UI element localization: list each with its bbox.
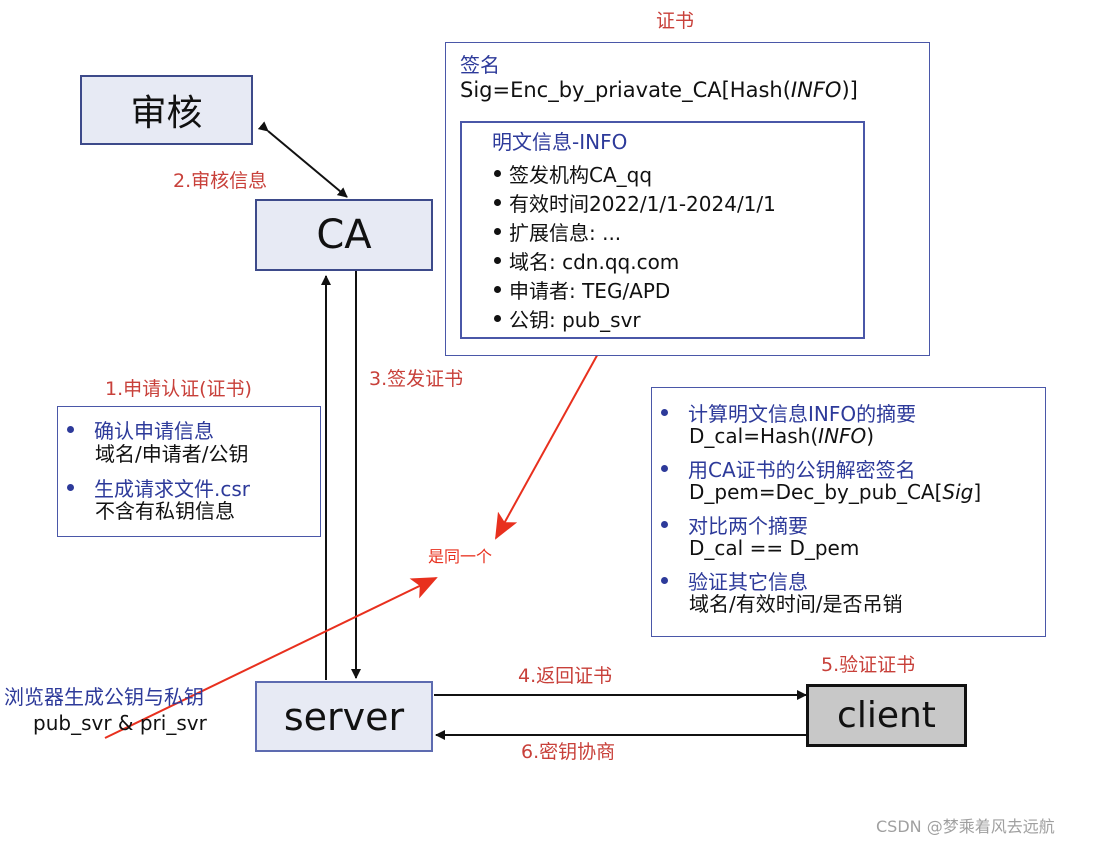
verify-formula-suffix: ] [973,480,982,504]
review-node: 审核 [80,75,253,145]
info-item-text: 签发机构CA_qq [509,163,653,187]
step-4-label: 4.返回证书 [518,665,613,687]
info-item: 域名: cdn.qq.com [494,246,776,275]
bullet-icon [661,577,668,584]
bullet-icon [494,228,501,235]
generate-keys-label: 生成公钥与私钥 [64,685,204,709]
verify-panel: 计算明文信息INFO的摘要 D_cal=Hash(INFO) 用CA证书的公钥解… [651,387,1046,637]
step-5-label: 5.验证证书 [821,654,916,676]
info-item-text: 申请者: TEG/APD [509,279,671,303]
info-item: 有效时间2022/1/1-2024/1/1 [494,188,776,217]
info-item: 申请者: TEG/APD [494,275,776,304]
step-1-label: 1.申请认证(证书) [105,378,252,400]
request-item-title: 生成请求文件.csr [94,477,250,501]
step-2-label: 2.审核信息 [173,170,268,192]
request-panel: 确认申请信息 域名/申请者/公钥 生成请求文件.csr 不含有私钥信息 [57,406,321,537]
browser-label: 浏览器 [4,685,64,709]
certificate-panel: 签名 Sig=Enc_by_priavate_CA[Hash(INFO)] 明文… [445,42,930,356]
verify-formula-prefix: D_pem=Dec_by_pub_CA[ [689,480,943,504]
bullet-icon [661,409,668,416]
verify-item: 验证其它信息 [661,566,808,595]
ca-node: CA [255,199,433,271]
verify-item-title: 对比两个摘要 [688,514,808,538]
annotation-arrow-from-cert [495,331,611,540]
bullet-icon [494,286,501,293]
server-node: server [255,681,433,752]
info-item-text: 扩展信息: ... [509,221,622,245]
info-panel: 明文信息-INFO 签发机构CA_qq 有效时间2022/1/1-2024/1/… [460,121,865,339]
info-item: 扩展信息: ... [494,217,776,246]
verify-formula-prefix: D_cal=Hash( [689,424,819,448]
step-6-label: 6.密钥协商 [521,741,616,763]
bullet-icon [494,257,501,264]
server-keys-line: pub_svr & pri_svr [33,711,207,735]
verify-item-title: 计算明文信息INFO的摘要 [688,402,917,426]
verify-item-detail: D_cal == D_pem [689,536,860,560]
verify-item: 用CA证书的公钥解密签名 [661,454,916,483]
signature-formula: Sig=Enc_by_priavate_CA[Hash(INFO)] [460,80,858,101]
arrow-review-ca [257,121,348,198]
watermark: CSDN @梦乘着风去远航 [876,817,1055,836]
info-item: 公钥: pub_svr [494,304,776,333]
client-node: client [806,684,967,747]
verify-item-title: 验证其它信息 [688,570,808,594]
server-keygen-label: 浏览器生成公钥与私钥 [4,687,204,707]
signature-title: 签名 [460,53,500,77]
verify-formula-var: Sig [942,480,974,504]
verify-item-detail: 域名/有效时间/是否吊销 [689,592,903,616]
info-title: 明文信息-INFO [492,130,628,154]
info-item: 签发机构CA_qq [494,159,776,188]
client-node-label: client [837,695,936,736]
annotation-arrow-from-server [104,577,438,739]
request-item: 确认申请信息 [67,415,214,444]
verify-item-title: 用CA证书的公钥解密签名 [688,458,916,482]
bullet-icon [67,484,74,491]
info-item-text: 有效时间2022/1/1-2024/1/1 [509,192,776,216]
request-item-title: 确认申请信息 [94,419,214,443]
verify-item-detail: D_pem=Dec_by_pub_CA[Sig] [689,482,981,502]
bullet-icon [494,170,501,177]
bullet-icon [661,465,668,472]
step-3-label: 3.签发证书 [369,368,464,390]
same-one-annotation: 是同一个 [428,547,493,566]
signature-formula-prefix: Sig=Enc_by_priavate_CA[Hash( [460,78,791,102]
request-item: 生成请求文件.csr [67,473,250,502]
ca-node-label: CA [316,212,372,258]
server-node-label: server [283,694,405,739]
verify-item: 计算明文信息INFO的摘要 [661,398,916,427]
info-item-text: 域名: cdn.qq.com [509,250,680,274]
signature-formula-suffix: )] [841,78,858,102]
bullet-icon [67,426,74,433]
bullet-icon [494,199,501,206]
verify-formula-var: INFO [818,424,867,448]
review-node-label: 审核 [130,93,203,134]
verify-item: 对比两个摘要 [661,510,808,539]
verify-formula-suffix: ) [866,424,875,448]
bullet-icon [661,521,668,528]
info-item-text: 公钥: pub_svr [509,308,641,332]
request-item-detail: 域名/申请者/公钥 [95,442,249,466]
signature-formula-var: INFO [790,78,842,102]
certificate-title: 证书 [656,10,695,32]
bullet-icon [494,315,501,322]
verify-item-detail: D_cal=Hash(INFO) [689,426,874,446]
info-list: 签发机构CA_qq 有效时间2022/1/1-2024/1/1 扩展信息: ..… [494,159,776,333]
request-item-detail: 不含有私钥信息 [95,499,235,523]
